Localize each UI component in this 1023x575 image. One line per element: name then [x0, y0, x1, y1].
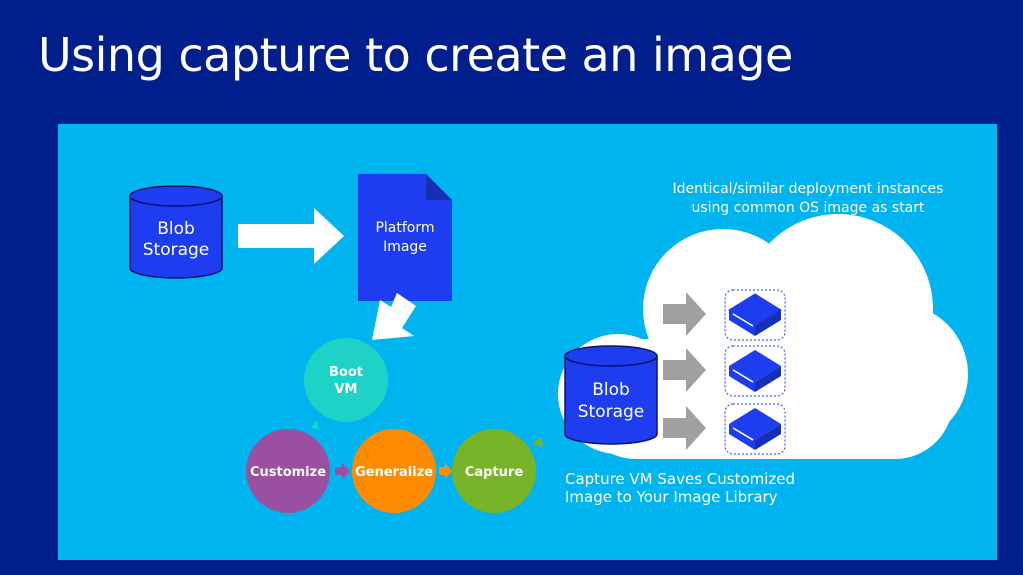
boot-vm-line1: Boot — [329, 365, 363, 380]
arrow-to-boot-vm — [372, 293, 416, 340]
generalize-label: Generalize — [355, 465, 433, 480]
blob-storage-cloud: Blob Storage — [564, 345, 658, 445]
server-icon — [724, 289, 786, 341]
small-arrow-generalize-capture — [439, 463, 452, 479]
blob-storage-cloud-line2: Storage — [578, 402, 645, 422]
diagram-canvas: Blob Storage Platform Image Identical/si… — [129, 174, 968, 513]
cloud-caption-line1: Identical/similar deployment instances — [673, 181, 944, 197]
arrow-to-platform-image — [238, 208, 344, 264]
blob-storage-cloud-line1: Blob — [592, 380, 630, 400]
cycle-generalize: Generalize — [352, 429, 436, 513]
blob-storage-left-line2: Storage — [143, 240, 210, 260]
capture-caption: Capture VM Saves Customized Image to You… — [565, 470, 795, 506]
platform-image-line2: Image — [383, 239, 427, 255]
deployment-arrows — [663, 292, 706, 450]
small-arrow-customize-boot — [311, 420, 320, 430]
blob-storage-left-line1: Blob — [157, 219, 195, 239]
platform-image-document: Platform Image — [358, 174, 452, 301]
customize-label: Customize — [250, 465, 326, 480]
capture-label: Capture — [465, 465, 523, 480]
cycle-customize: Customize — [246, 429, 330, 513]
capture-caption-line2: Image to Your Image Library — [565, 488, 778, 506]
slide-title: Using capture to create an image — [38, 28, 793, 82]
boot-vm-line2: VM — [335, 382, 358, 397]
small-arrow-capture-storage — [532, 437, 543, 447]
cycle-boot-vm: Boot VM — [304, 338, 388, 422]
server-icon — [724, 403, 786, 455]
gray-arrow — [663, 348, 706, 392]
platform-image-line1: Platform — [375, 220, 434, 236]
cloud-caption-line2: using common OS image as start — [691, 200, 925, 216]
blob-storage-left: Blob Storage — [129, 185, 223, 279]
gray-arrow — [663, 406, 706, 450]
gray-arrow — [663, 292, 706, 336]
server-icon — [724, 345, 786, 397]
cycle-capture: Capture — [452, 429, 536, 513]
capture-caption-line1: Capture VM Saves Customized — [565, 470, 796, 488]
small-arrow-customize-generalize — [335, 463, 350, 479]
diagram-panel: Blob Storage Platform Image Identical/si… — [58, 124, 997, 560]
